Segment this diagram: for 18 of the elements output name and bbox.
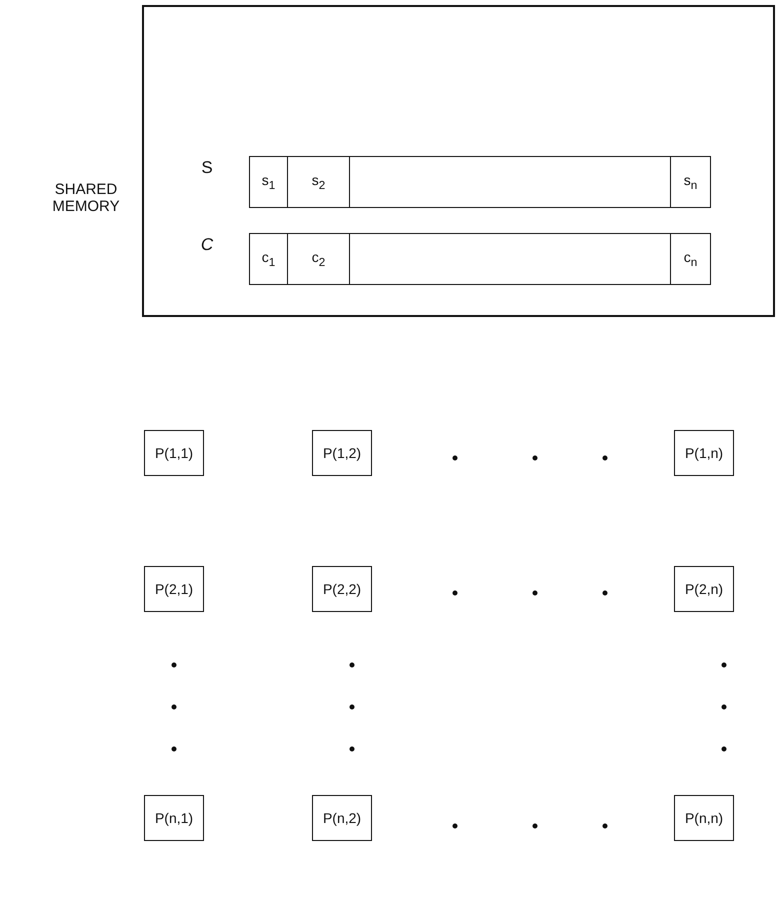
processor-box: P(n,1) [144,795,204,841]
memory-label: SHARED MEMORY [51,181,121,215]
processor-box: P(2,n) [674,566,734,612]
array-label: C [200,235,214,255]
processor-box: P(n,2) [312,795,372,841]
processor-box: P(n,n) [674,795,734,841]
cell-label: s$_{2}$ [312,172,326,192]
cell-label: s$_{n}$ [684,172,698,192]
array-label: S [200,158,214,178]
cell-label: s$_{1}$ [262,172,276,192]
cell-label: c$_{1}$ [262,249,276,269]
processor-box: P(2,2) [312,566,372,612]
cell-label: c$_{n}$ [684,249,698,269]
processor-box: P(2,1) [144,566,204,612]
processor-box: P(1,1) [144,430,204,476]
processor-box: P(1,2) [312,430,372,476]
processor-box: P(1,n) [674,430,734,476]
cell-label: c$_{2}$ [312,249,326,269]
